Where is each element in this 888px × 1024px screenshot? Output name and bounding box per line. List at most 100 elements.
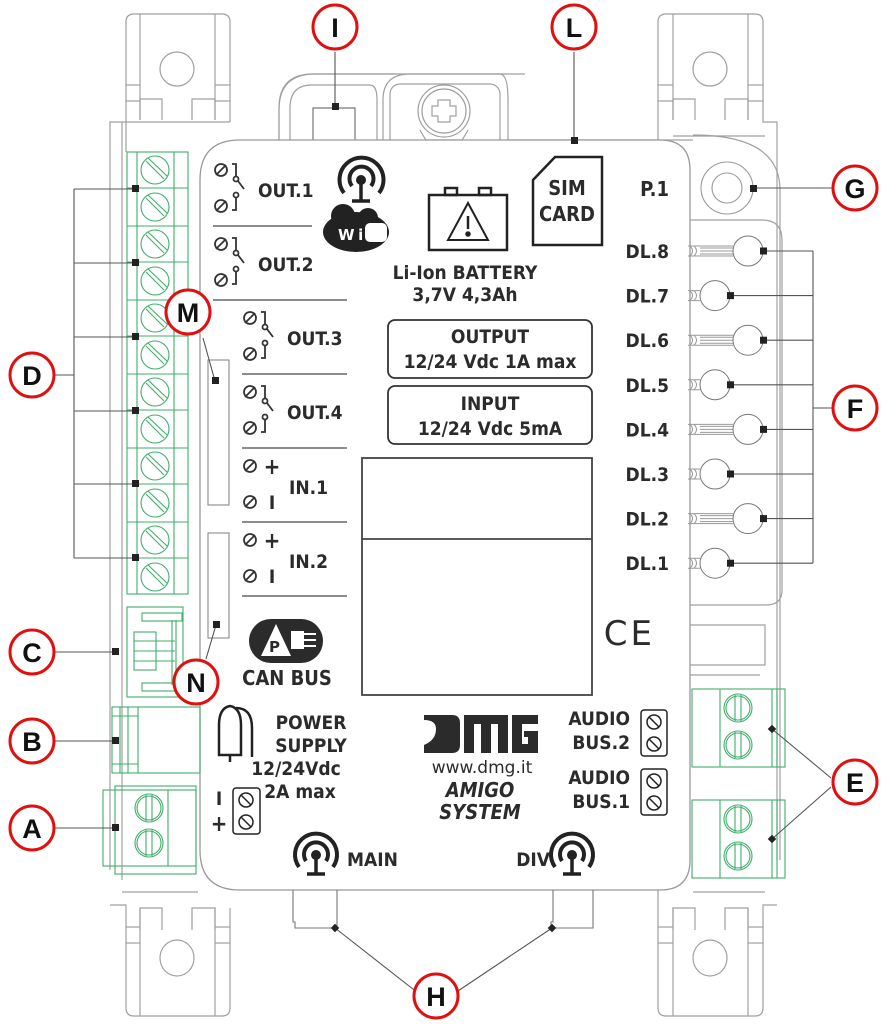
terminal-screw[interactable] bbox=[140, 525, 170, 555]
product-line2: SYSTEM bbox=[439, 800, 521, 824]
audio-bus-line2: BUS.2 bbox=[572, 732, 630, 754]
relay-output-label: OUT.2 bbox=[258, 254, 314, 276]
audio-screw-terminal bbox=[640, 709, 668, 757]
input-minus-sign: I bbox=[269, 566, 275, 588]
ce-mark: CE bbox=[604, 614, 655, 654]
terminal-screw[interactable] bbox=[140, 488, 170, 518]
led-dl4: DL.4 bbox=[626, 413, 813, 445]
led-label: DL.8 bbox=[626, 241, 669, 263]
relay-output-label: OUT.3 bbox=[287, 328, 343, 350]
battery-capacity-label: 3,7V 4,3Ah bbox=[412, 284, 517, 306]
power-jack-b[interactable] bbox=[111, 706, 201, 774]
callout-letter: N bbox=[186, 668, 206, 698]
dmg-logo bbox=[424, 715, 538, 753]
power-minus-sign: I bbox=[216, 788, 222, 810]
led-dl3: DL.3 bbox=[626, 458, 813, 490]
led-dl5: DL.5 bbox=[626, 369, 813, 401]
callout-a: A bbox=[8, 804, 56, 852]
led-icon bbox=[688, 413, 813, 445]
input-spec-box: INPUT 12/24 Vdc 5mA bbox=[387, 385, 593, 445]
relay-contact-icon bbox=[214, 163, 245, 213]
inputs-group: +IIN.1+IIN.2 bbox=[243, 455, 328, 588]
relay-contact-icon bbox=[243, 385, 274, 435]
housing-outline bbox=[109, 13, 783, 1017]
power-supply-current: 2A max bbox=[264, 781, 335, 803]
led-group: DL.8DL.7DL.6DL.5DL.4DL.3DL.2DL.1 bbox=[626, 235, 813, 579]
relay-output-2: OUT.2 bbox=[214, 237, 314, 287]
callout-f: F bbox=[831, 384, 879, 432]
led-dl6: DL.6 bbox=[626, 324, 813, 356]
audio-screw-terminal bbox=[640, 768, 668, 816]
antenna-connectors[interactable] bbox=[292, 890, 594, 929]
terminal-screw[interactable] bbox=[140, 229, 170, 259]
input-screw-icons bbox=[243, 533, 257, 583]
relay-output-label: OUT.1 bbox=[258, 180, 314, 202]
terminal-screw[interactable] bbox=[140, 377, 170, 407]
terminal-screw[interactable] bbox=[140, 562, 170, 592]
terminal-screw[interactable] bbox=[140, 192, 170, 222]
callout-l: L bbox=[550, 3, 598, 51]
led-label: DL.4 bbox=[626, 419, 670, 441]
website-label: www.dmg.it bbox=[432, 758, 533, 778]
terminal-block-d[interactable] bbox=[126, 151, 189, 595]
led-dl8: DL.8 bbox=[626, 235, 813, 267]
power-plus-sign: + bbox=[211, 812, 228, 837]
input-label: IN.2 bbox=[289, 551, 328, 573]
sim-card-slot[interactable] bbox=[531, 155, 604, 247]
power-screw-terminal bbox=[232, 787, 261, 835]
wifi-label: WiFi bbox=[338, 226, 386, 244]
p1-button[interactable] bbox=[700, 161, 754, 215]
wifi-antenna-icon bbox=[337, 155, 386, 203]
relay-contact-icon bbox=[243, 311, 274, 361]
led-icon bbox=[688, 503, 813, 535]
led-icon bbox=[688, 458, 813, 490]
p1-label: P.1 bbox=[640, 177, 669, 201]
input-title: INPUT bbox=[461, 393, 520, 415]
terminal-screw[interactable] bbox=[140, 414, 170, 444]
wifi-badge-icon: WiFi bbox=[323, 204, 389, 252]
callout-m: M bbox=[164, 288, 212, 336]
div-antenna-icon bbox=[549, 831, 595, 876]
audio-terminals-e[interactable] bbox=[691, 688, 786, 879]
output-spec-box: OUTPUT 12/24 Vdc 1A max bbox=[387, 319, 593, 379]
relay-contact-icon bbox=[214, 237, 245, 287]
can-bus-icon: P bbox=[249, 619, 323, 663]
power-supply-voltage: 12/24Vdc bbox=[251, 758, 340, 780]
terminal-screw[interactable] bbox=[140, 266, 170, 296]
terminal-screw[interactable] bbox=[140, 451, 170, 481]
relay-output-4: OUT.4 bbox=[243, 385, 343, 435]
input-minus-sign: I bbox=[269, 492, 275, 514]
output-title: OUTPUT bbox=[451, 326, 529, 348]
callout-letter: I bbox=[331, 13, 339, 43]
led-label: DL.7 bbox=[626, 286, 669, 308]
led-label: DL.6 bbox=[626, 330, 669, 352]
display-window bbox=[361, 457, 593, 696]
terminal-screw[interactable] bbox=[140, 340, 170, 370]
power-supply-line1: POWER bbox=[276, 712, 347, 734]
led-icon bbox=[688, 280, 813, 312]
led-label: DL.3 bbox=[626, 464, 669, 486]
can-bus-label: CAN BUS bbox=[242, 666, 332, 690]
product-line1: AMIGO bbox=[444, 778, 515, 802]
led-dl7: DL.7 bbox=[626, 280, 813, 312]
callout-c: C bbox=[8, 628, 56, 676]
terminal-screw[interactable] bbox=[140, 155, 170, 185]
terminal-screw[interactable] bbox=[140, 303, 170, 333]
callout-d: D bbox=[8, 351, 56, 399]
relay-output-1: OUT.1 bbox=[214, 163, 314, 213]
can-bus-icon-letter: P bbox=[269, 638, 280, 656]
callout-letter: C bbox=[22, 638, 42, 668]
led-icon bbox=[688, 547, 813, 579]
callout-letter: D bbox=[22, 361, 42, 391]
led-icon bbox=[688, 369, 813, 401]
led-dl1: DL.1 bbox=[626, 547, 813, 579]
front-panel bbox=[199, 139, 691, 891]
callout-e: E bbox=[831, 758, 879, 806]
callout-g: G bbox=[831, 164, 879, 212]
input-spec: 12/24 Vdc 5mA bbox=[418, 418, 563, 440]
can-connector-c[interactable] bbox=[126, 606, 184, 698]
callout-letter: H bbox=[426, 982, 446, 1012]
